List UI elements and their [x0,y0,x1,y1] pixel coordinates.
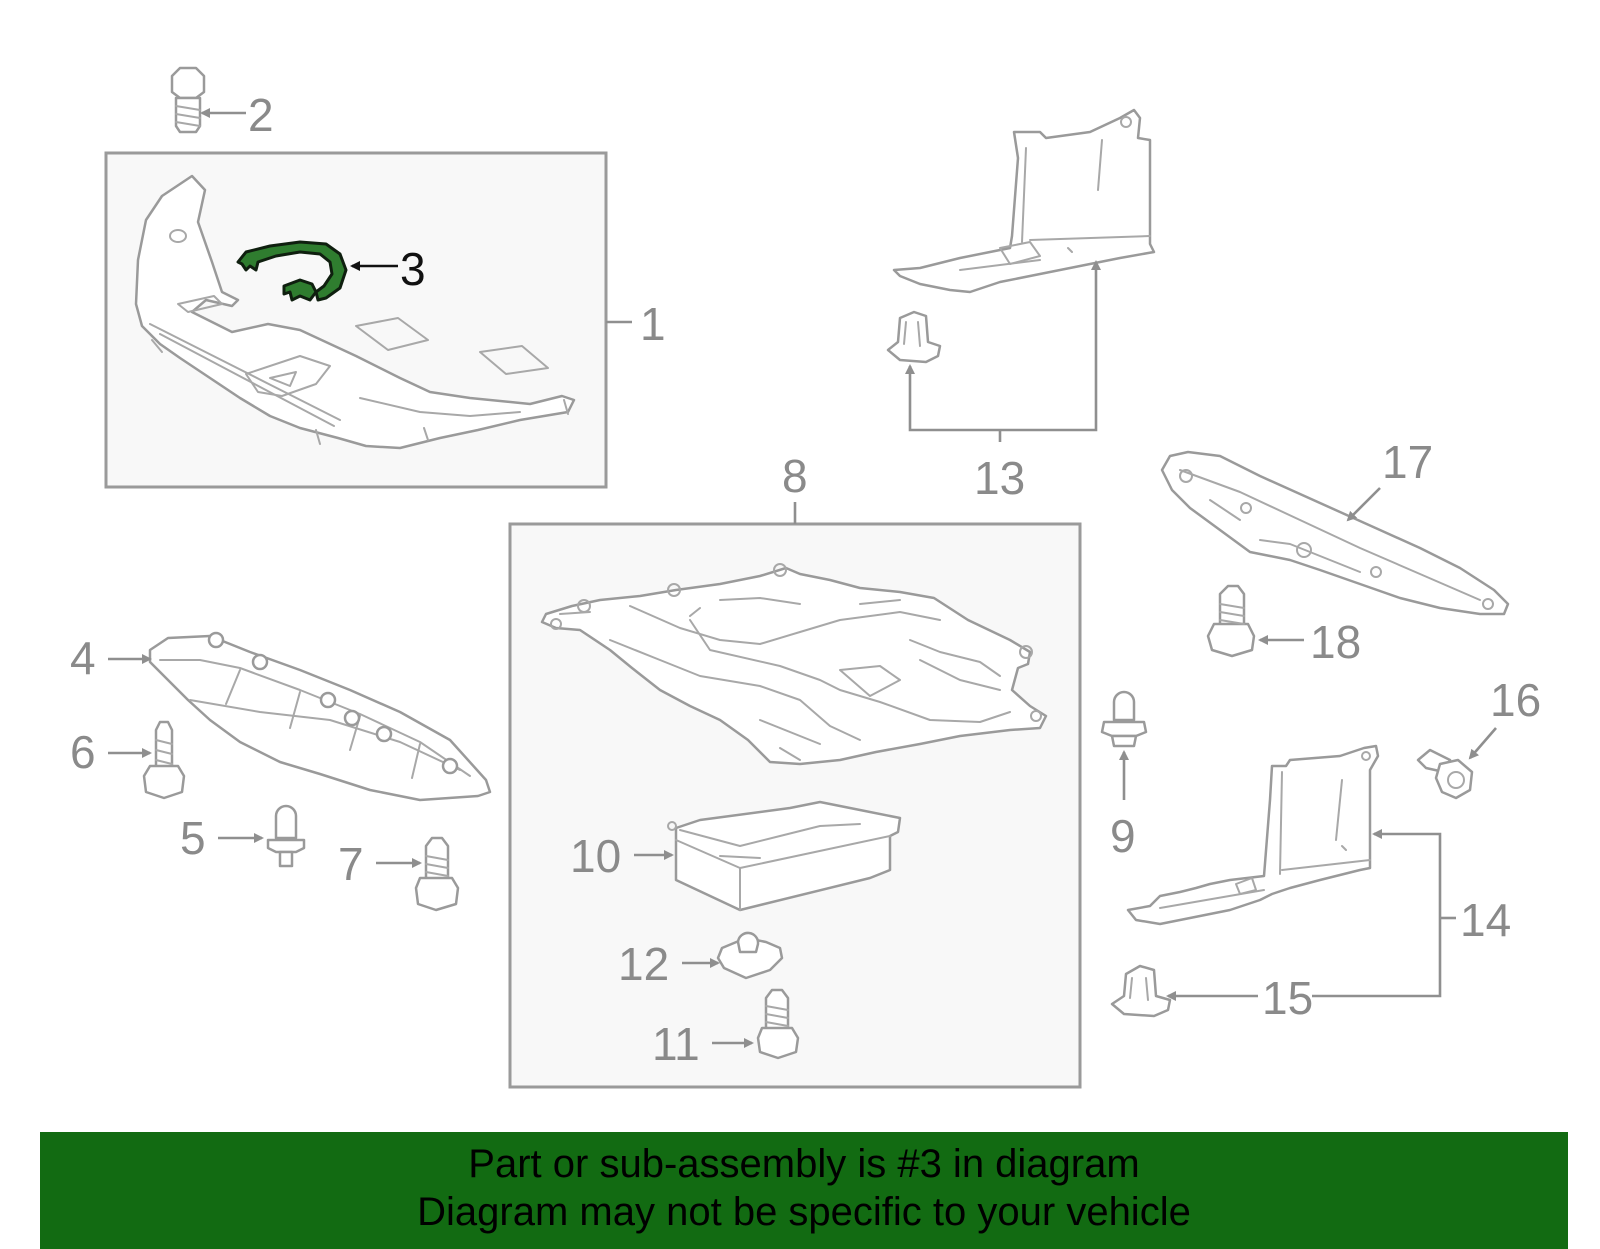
part-15-clip [1110,964,1172,1018]
part-13-splash-shield [892,108,1156,294]
part-11-bolt [756,988,800,1060]
part-9-clip [1100,690,1148,748]
part-16-screw [1416,748,1474,800]
callout-16: 16 [1490,674,1541,726]
part-14-splash-shield [1126,744,1380,926]
callout-6: 6 [70,726,96,778]
callout-15: 15 [1262,972,1313,1024]
leader-lines [108,108,1497,1048]
callout-4: 4 [70,632,96,684]
part-18-bolt [1206,584,1256,658]
part-5-clip [266,804,306,868]
info-banner: Part or sub-assembly is #3 in diagram Di… [40,1132,1568,1249]
callout-9: 9 [1110,810,1136,862]
callout-12: 12 [618,938,669,990]
part-10-cover-pad [667,800,902,912]
part-2-bolt [170,66,206,134]
part-13-clip [886,310,942,364]
callout-13: 13 [974,452,1025,504]
part-12-clip-nut [716,931,784,980]
part-3-clip-highlighted [236,240,348,302]
part-1-front-cover [134,174,576,450]
callout-11: 11 [652,1018,700,1070]
callout-3: 3 [400,243,426,295]
callout-8: 8 [782,450,808,502]
banner-line-2: Diagram may not be specific to your vehi… [417,1190,1191,1234]
callout-14: 14 [1460,894,1511,946]
callout-17: 17 [1382,436,1433,488]
part-4-side-cover [148,631,492,802]
callout-1: 1 [640,298,666,350]
callout-10: 10 [570,830,621,882]
callout-2: 2 [248,89,274,141]
assembly-box-1 [104,151,608,489]
banner-line-1: Part or sub-assembly is #3 in diagram [468,1142,1140,1186]
callout-5: 5 [180,812,206,864]
callout-7: 7 [338,838,364,890]
part-17-cover [1160,450,1510,616]
assembly-box-8 [508,522,1082,1089]
part-8-engine-under-cover [540,563,1048,766]
callout-18: 18 [1310,616,1361,668]
callout-numbers: 2 3 1 4 6 5 7 8 10 12 11 13 17 18 16 9 1… [70,89,1541,1070]
part-6-bolt [142,720,186,800]
part-7-bolt [414,836,460,912]
